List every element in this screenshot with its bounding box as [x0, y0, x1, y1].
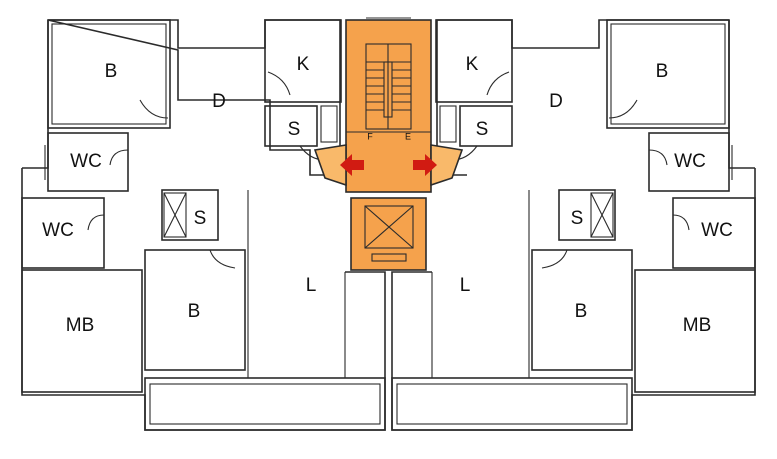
left-kitchen-label: K [297, 54, 310, 75]
right-wc-lower-label: WC [701, 220, 733, 241]
stair-mark-up: E [405, 131, 411, 141]
left-wc-upper-label: WC [70, 151, 102, 172]
left-master-bedroom-label: MB [66, 315, 95, 336]
circulation-core: F E [313, 19, 464, 271]
left-bedroom-top-label: B [105, 61, 118, 82]
right-wc-upper-label: WC [674, 151, 706, 172]
elevator-x-icon [371, 253, 407, 262]
left-living-label: L [306, 275, 317, 296]
left-unit-labels: B D K S WC WC S L B MB [42, 54, 316, 336]
lobby [313, 144, 347, 187]
right-kitchen-label: K [466, 54, 479, 75]
right-unit-walls [391, 19, 756, 431]
left-closet-storage-label: S [194, 208, 207, 229]
left-dining-label: D [212, 91, 226, 112]
left-wc-lower-label: WC [42, 220, 74, 241]
elevator-shaft [350, 197, 427, 271]
right-bedroom-lower-label: B [575, 301, 588, 322]
right-dining-label: D [549, 91, 563, 112]
window-marks [44, 17, 733, 180]
left-storage-label: S [288, 119, 301, 140]
left-bedroom-lower-label: B [188, 301, 201, 322]
stair-mark-down: F [367, 131, 373, 141]
right-unit-labels: B D K S WC WC S L B MB [460, 54, 733, 336]
right-living-label: L [460, 275, 471, 296]
right-closet-storage-label: S [571, 208, 584, 229]
arrow-left-icon [340, 154, 364, 176]
left-unit-walls [21, 19, 386, 431]
arrow-right-icon [413, 154, 437, 176]
right-storage-label: S [476, 119, 489, 140]
right-master-bedroom-label: MB [683, 315, 712, 336]
right-bedroom-top-label: B [656, 61, 669, 82]
